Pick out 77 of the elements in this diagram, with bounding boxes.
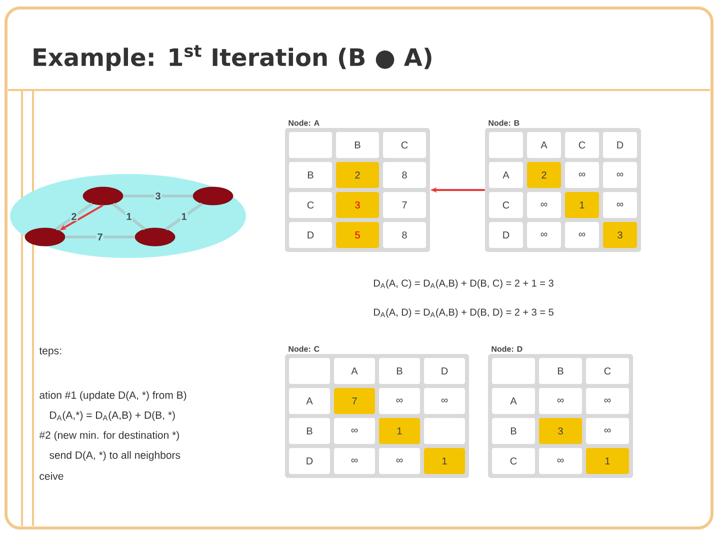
edge-label: 2 — [70, 212, 78, 221]
table-cell: A — [289, 388, 330, 414]
router-icon — [82, 186, 124, 206]
table-cell: ∞ — [539, 448, 582, 474]
table-cell: A — [334, 358, 375, 384]
table-cell: ∞ — [586, 418, 629, 444]
table-title: Node: D — [492, 346, 522, 352]
table-title: Node: C — [288, 346, 320, 352]
edge-label: 7 — [96, 232, 104, 242]
table-cell: 5 — [336, 222, 379, 248]
table-cell: 3 — [603, 222, 637, 248]
edge-label: 1 — [125, 212, 133, 221]
table-cell: B — [379, 358, 420, 384]
table-cell: 1 — [379, 418, 420, 444]
table-cell: 1 — [565, 192, 599, 218]
table-cell: ∞ — [603, 162, 637, 188]
table-cell: ∞ — [603, 192, 637, 218]
router-icon — [192, 186, 234, 206]
title: Example: 1$^{st}$ Iteration (B ● A) — [34, 45, 432, 71]
note-text: #2 (new min. for destination *) — [39, 431, 179, 441]
table-title: Node: B — [488, 120, 520, 126]
table-cell: ∞ — [424, 388, 465, 414]
table-cell: D — [424, 358, 465, 384]
table-cell: C — [489, 192, 523, 218]
table-cell: B — [539, 358, 582, 384]
note-text: teps: — [39, 348, 62, 356]
note-text: D$_{A}$(A,*) = D$_{A}$(A,B) + D(B, *) — [50, 411, 175, 421]
table-cell: C — [492, 448, 535, 474]
table-cell: ∞ — [334, 418, 375, 444]
table-cell: 7 — [334, 388, 375, 414]
table-cell: 2 — [336, 162, 379, 188]
note-text: D$_{A}$(A, C) = D$_{A}$(A,B) + D(B, C) = 2 + 1 = 3 — [374, 279, 554, 289]
table-title: Node: A — [288, 120, 320, 126]
router-icon — [24, 228, 66, 246]
table-cell: D — [603, 132, 637, 158]
table-cell: ∞ — [379, 448, 420, 474]
table-cell: B — [336, 132, 379, 158]
note-text: ation #1 (update D(A, *) from B) — [40, 391, 186, 401]
table-cell: D — [289, 222, 332, 248]
table-cell: ∞ — [379, 388, 420, 414]
table-cell: ∞ — [586, 388, 629, 414]
edge-label: 1 — [180, 212, 188, 221]
table-cell: 3 — [336, 192, 379, 218]
table-cell: B — [289, 418, 330, 444]
table-cell: B — [492, 418, 535, 444]
table-cell: 3 — [539, 418, 582, 444]
table-cell: 1 — [586, 448, 629, 474]
table-cell: A — [492, 388, 535, 414]
table-cell: C — [565, 132, 599, 158]
table-cell: 7 — [383, 192, 426, 218]
table-cell: ∞ — [539, 388, 582, 414]
note-text: D$_{A}$(A, D) = D$_{A}$(A,B) + D(B, D) = 2 + 3 = 5 — [374, 308, 554, 318]
table-cell: ∞ — [527, 192, 561, 218]
router-icon — [134, 228, 176, 246]
link-line — [65, 236, 135, 238]
table-cell: A — [489, 162, 523, 188]
note-text: send D(A, *) to all neighbors — [50, 451, 180, 461]
table-cell: ∞ — [565, 162, 599, 188]
link-line — [123, 194, 193, 198]
table-cell: D — [489, 222, 523, 248]
note-text: ceive — [40, 472, 64, 480]
table-cell: D — [289, 448, 330, 474]
table-cell: ∞ — [334, 448, 375, 474]
table-cell: 1 — [424, 448, 465, 474]
table-cell: C — [289, 192, 332, 218]
table-cell: B — [289, 162, 332, 188]
table-cell: 8 — [383, 222, 426, 248]
table-cell: 2 — [527, 162, 561, 188]
table-cell: C — [586, 358, 629, 384]
table-cell: 8 — [383, 162, 426, 188]
link-line — [165, 202, 203, 230]
link-line — [112, 202, 146, 230]
link-line — [55, 202, 93, 230]
table-cell: A — [527, 132, 561, 158]
table-cell: C — [383, 132, 426, 158]
table-cell: ∞ — [565, 222, 599, 248]
table-cell: ∞ — [527, 222, 561, 248]
